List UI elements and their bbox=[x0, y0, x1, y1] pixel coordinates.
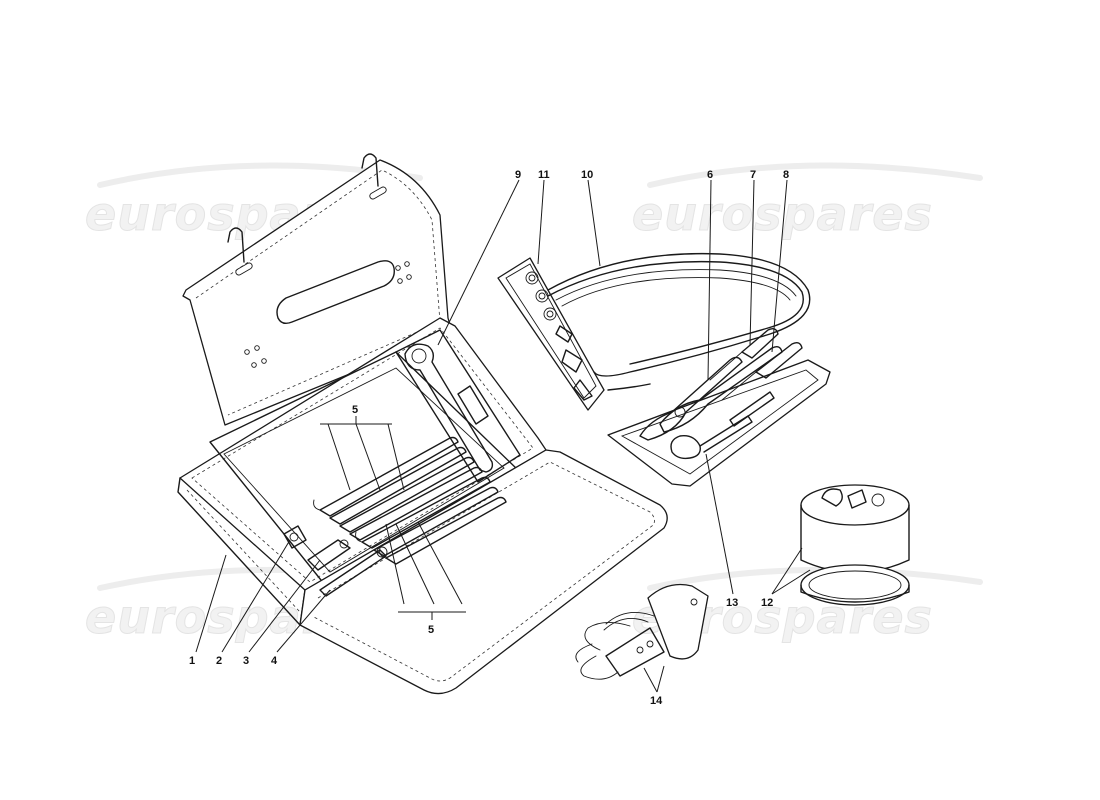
callout-4: 4 bbox=[271, 655, 278, 667]
test-lamp-cable bbox=[575, 583, 709, 680]
callout-9: 9 bbox=[515, 169, 521, 181]
callout-8: 8 bbox=[783, 169, 789, 181]
spare-bulb-holder bbox=[497, 257, 605, 411]
spanner-set bbox=[313, 436, 507, 565]
callout-5-lower: 5 bbox=[428, 624, 434, 636]
callout-labels: 1 2 3 4 5 5 6 7 8 9 10 11 12 13 14 bbox=[189, 169, 789, 707]
callout-13: 13 bbox=[726, 597, 738, 609]
callout-1: 1 bbox=[189, 655, 195, 667]
parts-container bbox=[800, 484, 910, 606]
callout-14: 14 bbox=[650, 695, 663, 707]
watermark-top-right: eurospares bbox=[632, 187, 933, 241]
callout-10: 10 bbox=[581, 169, 593, 181]
callout-5-upper: 5 bbox=[352, 404, 358, 416]
callout-6: 6 bbox=[707, 169, 713, 181]
leader-lines bbox=[195, 179, 811, 693]
callout-2: 2 bbox=[216, 655, 222, 667]
callout-3: 3 bbox=[243, 655, 249, 667]
tool-bag bbox=[177, 153, 668, 695]
callout-7: 7 bbox=[750, 169, 756, 181]
callout-11: 11 bbox=[538, 169, 550, 181]
pliers-tray bbox=[607, 327, 831, 487]
callout-12: 12 bbox=[761, 597, 773, 609]
